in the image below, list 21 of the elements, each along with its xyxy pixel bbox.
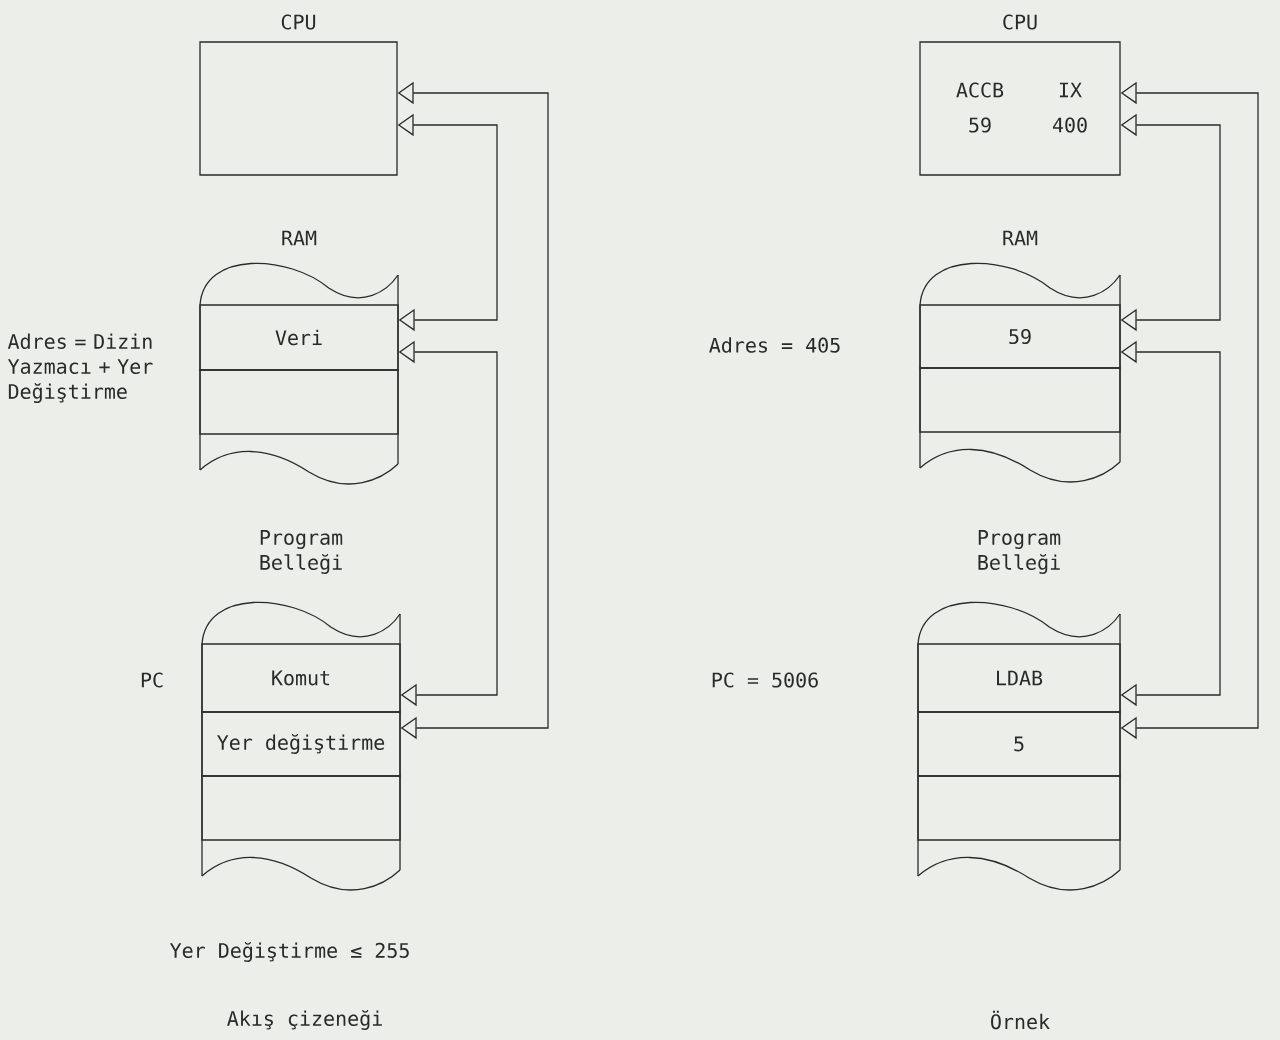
- text-label: Akış çizeneği: [227, 1010, 382, 1030]
- text-label: Yer Değiştirme ≤ 255: [169, 942, 409, 962]
- memory-cell: LDAB: [917, 643, 1121, 713]
- text-label: PC = 5006: [712, 672, 818, 688]
- node-label: CPU: [281, 14, 316, 30]
- cpu-box: CPU ACCB IX 59 400: [919, 14, 1121, 176]
- memory-cell: [199, 369, 399, 435]
- text-label: Adres = Dizin Yazmacı + Yer Değiştirme: [7, 333, 153, 403]
- cpu-box: CPU: [199, 14, 398, 176]
- memory-cell: [917, 775, 1121, 841]
- text-label: Örnek: [991, 1010, 1050, 1030]
- node-label: CPU: [1003, 14, 1037, 30]
- text-label: Adres = 405: [709, 337, 840, 353]
- memory-cell: 59: [919, 304, 1121, 369]
- text-label: PC: [141, 672, 163, 688]
- memory-cell: [201, 775, 401, 841]
- memory-cell: [919, 367, 1121, 433]
- memory-cell: Yer değiştirme: [201, 711, 401, 777]
- memory-cell: Veri: [199, 304, 399, 371]
- memory-cell: Komut: [201, 643, 401, 713]
- memory-cell: 5: [917, 711, 1121, 777]
